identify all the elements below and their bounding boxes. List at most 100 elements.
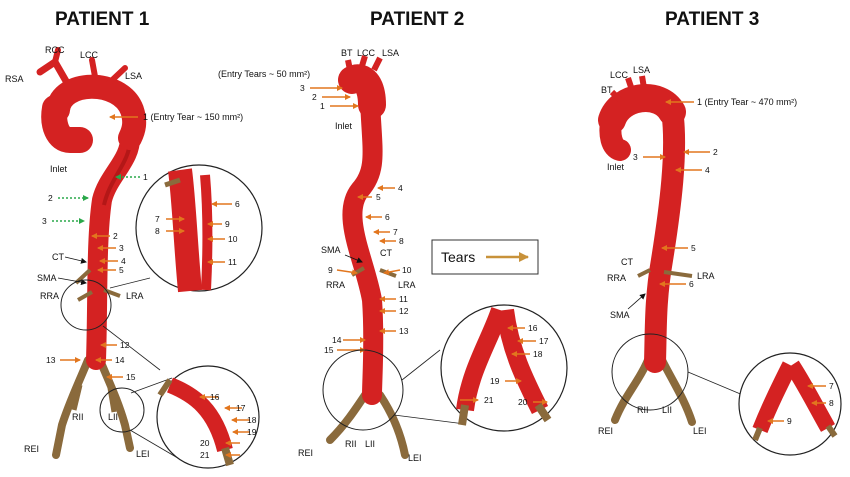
p1-tear-3-green: 3	[42, 216, 47, 226]
p1-tear-9: 9	[225, 219, 230, 229]
p1-inlet-label: Inlet	[50, 164, 68, 174]
p1-tear-7: 7	[155, 214, 160, 224]
p2-lei-label: LEI	[408, 453, 422, 463]
p2-sma-label: SMA	[321, 245, 341, 255]
p2-tear-14: 14	[332, 335, 342, 345]
p3-tear-3: 3	[633, 152, 638, 162]
legend-label: Tears	[441, 249, 475, 265]
p2-tear-19: 19	[490, 376, 500, 386]
p1-tear-4: 4	[121, 256, 126, 266]
p1-lcc-label: LCC	[80, 50, 99, 60]
p1-tear-10: 10	[228, 234, 238, 244]
p1-rii-label: RII	[72, 412, 84, 422]
patient1-title: PATIENT 1	[55, 9, 150, 30]
p3-rra-label: RRA	[607, 273, 626, 283]
p1-rcc-label: RCC	[45, 45, 65, 55]
p2-tear-17: 17	[539, 336, 549, 346]
p1-tear-16: 16	[210, 392, 220, 402]
p2-tear-8: 8	[399, 236, 404, 246]
p2-tear-9: 9	[328, 265, 333, 275]
p1-iliac-zoom-region	[99, 387, 145, 433]
p2-ct-label: CT	[380, 248, 392, 258]
p2-rra-label: RRA	[326, 280, 345, 290]
p3-rii-label: RII	[637, 405, 649, 415]
patient2-title: PATIENT 2	[370, 9, 464, 30]
p2-tear-13: 13	[399, 326, 409, 336]
p3-zoom-vessel	[752, 360, 838, 442]
p2-tear-4: 4	[398, 183, 403, 193]
patient3-aorta	[598, 75, 696, 426]
p2-iliac-zoom-region	[322, 349, 404, 431]
p2-lii-label: LII	[365, 439, 375, 449]
p1-ct-label: CT	[52, 252, 64, 262]
p2-rei-label: REI	[298, 448, 313, 458]
p3-tear-5: 5	[691, 243, 696, 253]
p2-tear-11: 11	[399, 294, 408, 304]
p1-tear-3: 3	[119, 243, 124, 253]
p1-tear-20: 20	[200, 438, 210, 448]
p2-tear-16: 16	[528, 323, 538, 333]
p2-inlet-label: Inlet	[335, 121, 353, 131]
p2-tear-20: 20	[518, 397, 528, 407]
patient2-aorta	[326, 55, 409, 459]
p1-tear-19: 19	[247, 427, 257, 437]
p3-rei-label: REI	[598, 426, 613, 436]
p3-inlet-label: Inlet	[607, 162, 625, 172]
p2-lsa-label: LSA	[382, 48, 399, 58]
p1-tear-8: 8	[155, 226, 160, 236]
p1-tear-18: 18	[247, 415, 257, 425]
p1-tear-6: 6	[235, 199, 240, 209]
p2-tear-3: 3	[300, 83, 305, 93]
p3-tear-8: 8	[829, 398, 834, 408]
p2-zoom-vessel	[456, 307, 552, 426]
p1-tear-12: 12	[120, 340, 130, 350]
p1-tear-2: 2	[113, 231, 118, 241]
p2-tear-15: 15	[324, 345, 334, 355]
p1-zoom-1-vessel	[164, 168, 213, 293]
p2-lra-label: LRA	[398, 280, 416, 290]
p2-tear-7: 7	[393, 227, 398, 237]
p2-lcc-label: LCC	[357, 48, 376, 58]
p1-tear-21: 21	[200, 450, 210, 460]
p3-lsa-label: LSA	[633, 65, 650, 75]
p1-sma-label: SMA	[37, 273, 57, 283]
p1-tear-5: 5	[119, 265, 124, 275]
p1-tear-17: 17	[236, 403, 246, 413]
p1-tear-13: 13	[46, 355, 56, 365]
p1-tear-1-green: 1	[143, 172, 148, 182]
p1-zoom-circle-1	[135, 164, 263, 292]
p2-tear-21: 21	[484, 395, 494, 405]
p1-renal-zoom-region	[60, 279, 112, 331]
p2-tear-18: 18	[533, 349, 543, 359]
p1-tear-2-green: 2	[48, 193, 53, 203]
patient1-aorta	[36, 47, 147, 459]
p2-tear-6: 6	[385, 212, 390, 222]
p3-lei-label: LEI	[693, 426, 707, 436]
p3-lii-label: LII	[662, 405, 672, 415]
p2-entry-label: (Entry Tears ~ 50 mm²)	[218, 69, 310, 79]
p1-tear-15: 15	[126, 372, 136, 382]
p3-lcc-label: LCC	[610, 70, 629, 80]
p1-rei-label: REI	[24, 444, 39, 454]
p2-tear-5: 5	[376, 192, 381, 202]
p1-lei-label: LEI	[136, 449, 150, 459]
p1-rsa-label: RSA	[5, 74, 24, 84]
p2-bt-label: BT	[341, 48, 353, 58]
p3-ct-label: CT	[621, 257, 633, 267]
p1-tear-11: 11	[228, 257, 237, 267]
p1-rra-label: RRA	[40, 291, 59, 301]
p2-tear-10: 10	[402, 265, 412, 275]
p2-tear-12: 12	[399, 306, 409, 316]
p2-rii-label: RII	[345, 439, 357, 449]
patient3-title: PATIENT 3	[665, 9, 759, 30]
p1-lsa-label: LSA	[125, 71, 142, 81]
p3-bt-label: BT	[601, 85, 613, 95]
p1-lra-label: LRA	[126, 291, 144, 301]
p2-tear-1: 1	[320, 101, 325, 111]
p3-tear-2: 2	[713, 147, 718, 157]
p1-lii-label: LII	[108, 412, 118, 422]
p3-tear-7: 7	[829, 381, 834, 391]
p3-tear-6: 6	[689, 279, 694, 289]
p1-tear-14: 14	[115, 355, 125, 365]
